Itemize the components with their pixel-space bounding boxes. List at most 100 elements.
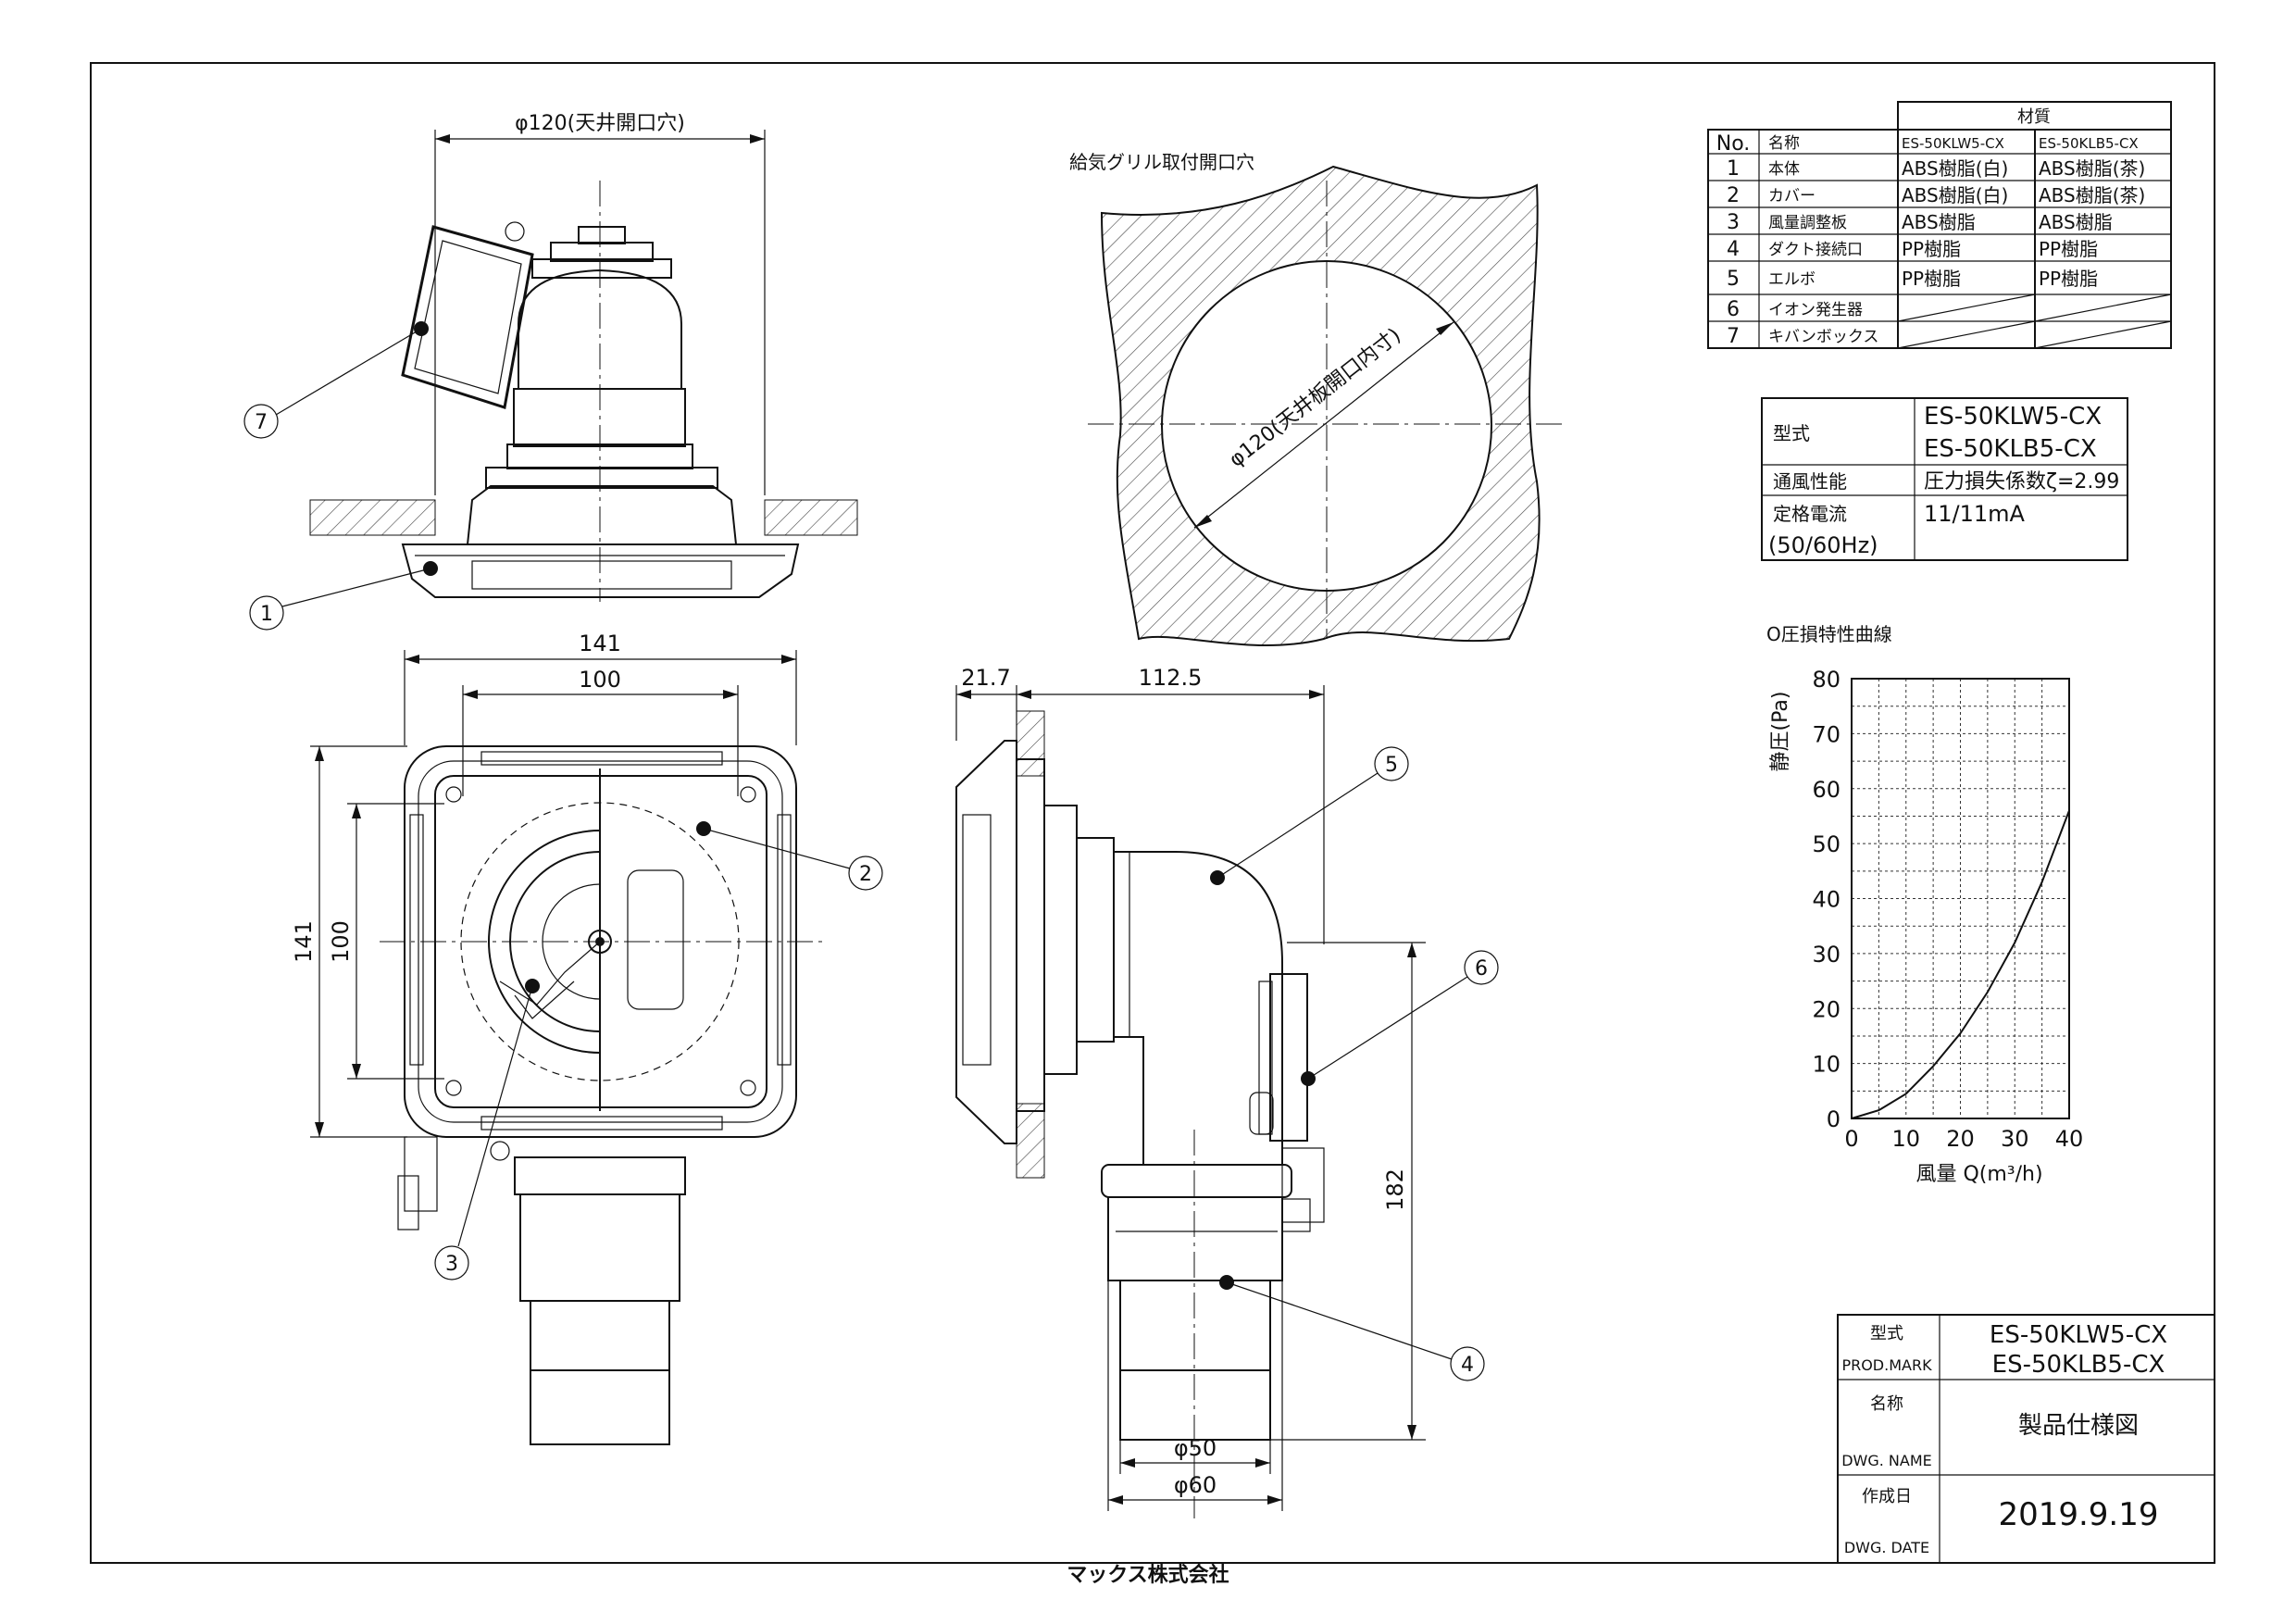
col-name: 名称 — [1768, 134, 1800, 153]
chart-ytick-label: 70 — [1812, 721, 1841, 747]
chart-ytick-label: 40 — [1812, 887, 1841, 913]
parts-row: 7 キバンボックス — [1727, 325, 1878, 348]
chart-grid — [1851, 678, 2070, 1119]
callout-1: 1 — [260, 603, 273, 626]
chart-xlabel: 風量 Q(m³/h) — [1915, 1163, 2042, 1186]
chart-ylabel: 静圧(Pa) — [1769, 692, 1792, 772]
col-m2: ES-50KLB5-CX — [2039, 135, 2139, 152]
spec-airflow-label: 通風性能 — [1773, 470, 1847, 493]
callout-5: 5 — [1385, 754, 1398, 777]
parts-row: 3 風量調整板 ABS樹脂 ABS樹脂 — [1727, 211, 2113, 234]
front-dim-outer-w: 141 — [579, 631, 621, 656]
callout-7: 7 — [255, 411, 268, 434]
side-view: 21.7 112.5 182 — [955, 665, 1499, 1518]
svg-text:ダクト接続口: ダクト接続口 — [1768, 241, 1863, 259]
spec-current-label: 定格電流 — [1773, 503, 1847, 525]
parts-row: 2 カバー ABS樹脂(白) ABS樹脂(茶) — [1727, 184, 2145, 207]
tb-model-label-en: PROD.MARK — [1841, 1356, 1932, 1374]
front-view: 141 100 141 100 — [291, 631, 883, 1445]
svg-text:2: 2 — [1727, 184, 1740, 207]
svg-text:本体: 本体 — [1768, 160, 1800, 179]
side-dim-phi50: φ50 — [1174, 1435, 1217, 1461]
svg-text:ABS樹脂(白): ABS樹脂(白) — [1902, 157, 2008, 180]
side-dim-height: 182 — [1382, 1168, 1408, 1211]
callout-4: 4 — [1461, 1354, 1474, 1377]
spec-model-1: ES-50KLW5-CX — [1924, 403, 2102, 431]
svg-text:ABS樹脂(白): ABS樹脂(白) — [1902, 184, 2008, 206]
svg-text:ABS樹脂: ABS樹脂 — [1902, 211, 1976, 233]
parts-row: 5 エルボ PP樹脂 PP樹脂 — [1727, 268, 2098, 291]
parts-row: 4 ダクト接続口 PP樹脂 PP樹脂 — [1727, 238, 2098, 261]
opening-view-title: 給気グリル取付開口穴 — [1069, 151, 1254, 173]
chart-ytick-label: 30 — [1812, 942, 1841, 968]
spec-table: 型式 ES-50KLW5-CX ES-50KLB5-CX 通風性能 圧力損失係数… — [1761, 397, 2128, 561]
tb-model-2: ES-50KLB5-CX — [1992, 1351, 2165, 1379]
col-no: No. — [1716, 132, 1751, 156]
parts-row: 6 イオン発生器 — [1727, 298, 1863, 321]
svg-text:ABS樹脂(茶): ABS樹脂(茶) — [2039, 157, 2145, 180]
front-dim-inner-w: 100 — [579, 667, 621, 693]
svg-text:6: 6 — [1727, 298, 1740, 321]
company-name: マックス株式会社 — [1067, 1564, 1229, 1587]
chart-xtick-label: 0 — [1844, 1126, 1858, 1152]
top-view: φ120(天井開口穴) 7 1 — [243, 112, 858, 631]
front-dim-inner-h: 100 — [328, 920, 354, 963]
spec-airflow-value: 圧力損失係数ζ=2.99 — [1924, 470, 2119, 493]
svg-text:エルボ: エルボ — [1768, 270, 1816, 289]
tb-model-1: ES-50KLW5-CX — [1990, 1321, 2167, 1349]
tb-name-label-ja: 名称 — [1870, 1394, 1903, 1414]
opening-view: 給気グリル取付開口穴 φ120(天井板開口内寸) — [1069, 151, 1565, 647]
parts-row: 1 本体 ABS樹脂(白) ABS樹脂(茶) — [1727, 157, 2145, 181]
side-dim-depth: 112.5 — [1139, 665, 1203, 691]
tb-name-value: 製品仕様図 — [2018, 1412, 2139, 1440]
top-view-dim-label: φ120(天井開口穴) — [515, 112, 685, 135]
chart-ytick-label: 10 — [1812, 1052, 1841, 1078]
chart-ytick-label: 50 — [1812, 831, 1841, 857]
svg-text:PP樹脂: PP樹脂 — [1902, 268, 1961, 290]
tb-model-label-ja: 型式 — [1870, 1324, 1903, 1343]
chart-xtick-label: 40 — [2055, 1126, 2084, 1152]
svg-text:カバー: カバー — [1768, 187, 1816, 206]
title-block: 型式 PROD.MARK ES-50KLW5-CX ES-50KLB5-CX 名… — [1837, 1314, 2215, 1564]
chart-ytick-label: 80 — [1812, 667, 1841, 693]
tb-name-label-en: DWG. NAME — [1841, 1452, 1932, 1469]
spec-current-freq: (50/60Hz) — [1768, 532, 1878, 558]
tb-date-value: 2019.9.19 — [1998, 1496, 2158, 1533]
svg-text:5: 5 — [1727, 268, 1740, 291]
chart-series-line — [1851, 810, 2070, 1119]
svg-text:風量調整板: 風量調整板 — [1768, 214, 1847, 232]
callout-2: 2 — [859, 863, 872, 886]
spec-model-label: 型式 — [1773, 422, 1810, 444]
side-dim-phi60: φ60 — [1174, 1472, 1217, 1498]
svg-text:イオン発生器: イオン発生器 — [1768, 301, 1863, 319]
svg-text:キバンボックス: キバンボックス — [1768, 328, 1878, 346]
svg-text:ABS樹脂: ABS樹脂 — [2039, 211, 2113, 233]
chart-ytick-label: 20 — [1812, 996, 1841, 1022]
col-m1: ES-50KLW5-CX — [1902, 135, 2004, 152]
parts-table: 材質 No. 名称 ES-50KLW5-CX ES-50KLB5-CX 1 本体… — [1707, 101, 2172, 349]
front-dim-outer-h: 141 — [291, 920, 317, 963]
tb-date-label-en: DWG. DATE — [1844, 1539, 1929, 1556]
chart-xtick-label: 20 — [1946, 1126, 1975, 1152]
material-header: 材質 — [2017, 107, 2051, 127]
svg-text:4: 4 — [1727, 238, 1740, 261]
svg-text:PP樹脂: PP樹脂 — [2039, 268, 2098, 290]
chart-ytick-label: 60 — [1812, 777, 1841, 803]
svg-text:1: 1 — [1727, 157, 1740, 181]
chart-title: O圧損特性曲線 — [1766, 623, 1892, 645]
chart-plot-frame — [1851, 678, 2070, 1119]
callout-3: 3 — [445, 1253, 458, 1276]
svg-text:3: 3 — [1727, 211, 1740, 234]
spec-model-2: ES-50KLB5-CX — [1924, 435, 2097, 463]
svg-text:PP樹脂: PP樹脂 — [2039, 238, 2098, 260]
callout-6: 6 — [1475, 957, 1488, 981]
tb-date-label-ja: 作成日 — [1862, 1487, 1912, 1506]
sheet-border — [90, 62, 2215, 1564]
svg-text:7: 7 — [1727, 325, 1740, 348]
svg-text:ABS樹脂(茶): ABS樹脂(茶) — [2039, 184, 2145, 206]
side-dim-flange: 21.7 — [961, 665, 1010, 691]
svg-text:PP樹脂: PP樹脂 — [1902, 238, 1961, 260]
